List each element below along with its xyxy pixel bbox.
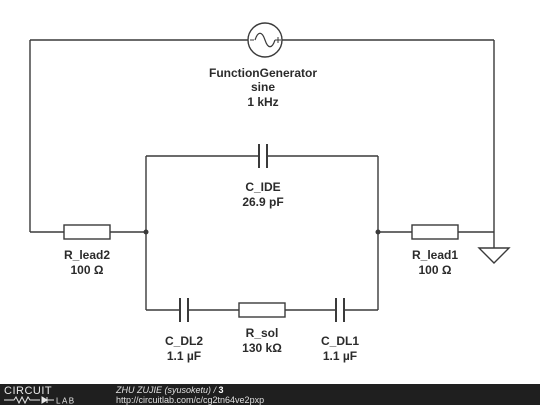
logo-text-lab: LAB: [56, 397, 76, 405]
resistor-r-sol: R_sol 130 kΩ: [238, 302, 286, 355]
capacitor-c-ide: C_IDE 26.9 pF: [242, 144, 284, 209]
revision-number: 3: [218, 385, 224, 395]
r-lead1-body: [411, 224, 459, 240]
circuit-schematic: FunctionGenerator sine 1 kHz C_IDE 26.9 …: [29, 22, 511, 363]
r-lead1-name: R_lead1: [412, 248, 458, 262]
circuit-url[interactable]: http://circuitlab.com/c/cg2tn64ve2pxp: [116, 395, 265, 405]
logo-diode-icon: [41, 396, 48, 404]
resistor-r-lead2: R_lead2 100 Ω: [63, 224, 111, 277]
c-ide-name: C_IDE: [245, 180, 280, 194]
r-sol-body: [238, 302, 286, 318]
function-generator-waveform: sine: [251, 80, 275, 94]
wires: [29, 39, 495, 311]
function-generator: FunctionGenerator sine 1 kHz: [209, 22, 317, 109]
capacitor-c-dl2: C_DL2 1.1 µF: [165, 298, 203, 363]
c-dl1-value: 1.1 µF: [323, 349, 357, 363]
footer-bar: CIRCUIT LAB ZHU ZUJIE (syusoketu) / 3 ht…: [0, 384, 540, 405]
function-generator-name: FunctionGenerator: [209, 66, 317, 80]
r-lead2-name: R_lead2: [64, 248, 110, 262]
c-dl2-value: 1.1 µF: [167, 349, 201, 363]
r-lead2-body: [63, 224, 111, 240]
r-sol-value: 130 kΩ: [242, 341, 282, 355]
r-lead1-value: 100 Ω: [419, 263, 452, 277]
author-separator: /: [211, 385, 219, 395]
logo-text-circuit: CIRCUIT: [4, 385, 52, 397]
c-ide-value: 26.9 pF: [242, 195, 283, 209]
author-name[interactable]: ZHU ZUJIE (syusoketu): [116, 385, 212, 395]
junction-node-left: [143, 229, 149, 235]
r-sol-name: R_sol: [246, 326, 279, 340]
r-lead2-value: 100 Ω: [71, 263, 104, 277]
ground-icon: [477, 247, 511, 264]
function-generator-frequency: 1 kHz: [247, 95, 278, 109]
logo-resistor-icon: [4, 395, 40, 405]
sine-wave-icon: [254, 32, 276, 48]
author-line: ZHU ZUJIE (syusoketu) / 3: [116, 385, 224, 395]
capacitor-c-dl1: C_DL1 1.1 µF: [321, 298, 359, 363]
junction-node-right: [375, 229, 381, 235]
c-dl1-name: C_DL1: [321, 334, 359, 348]
circuitlab-logo[interactable]: CIRCUIT LAB: [0, 384, 104, 405]
c-dl2-name: C_DL2: [165, 334, 203, 348]
resistor-r-lead1: R_lead1 100 Ω: [411, 224, 459, 277]
